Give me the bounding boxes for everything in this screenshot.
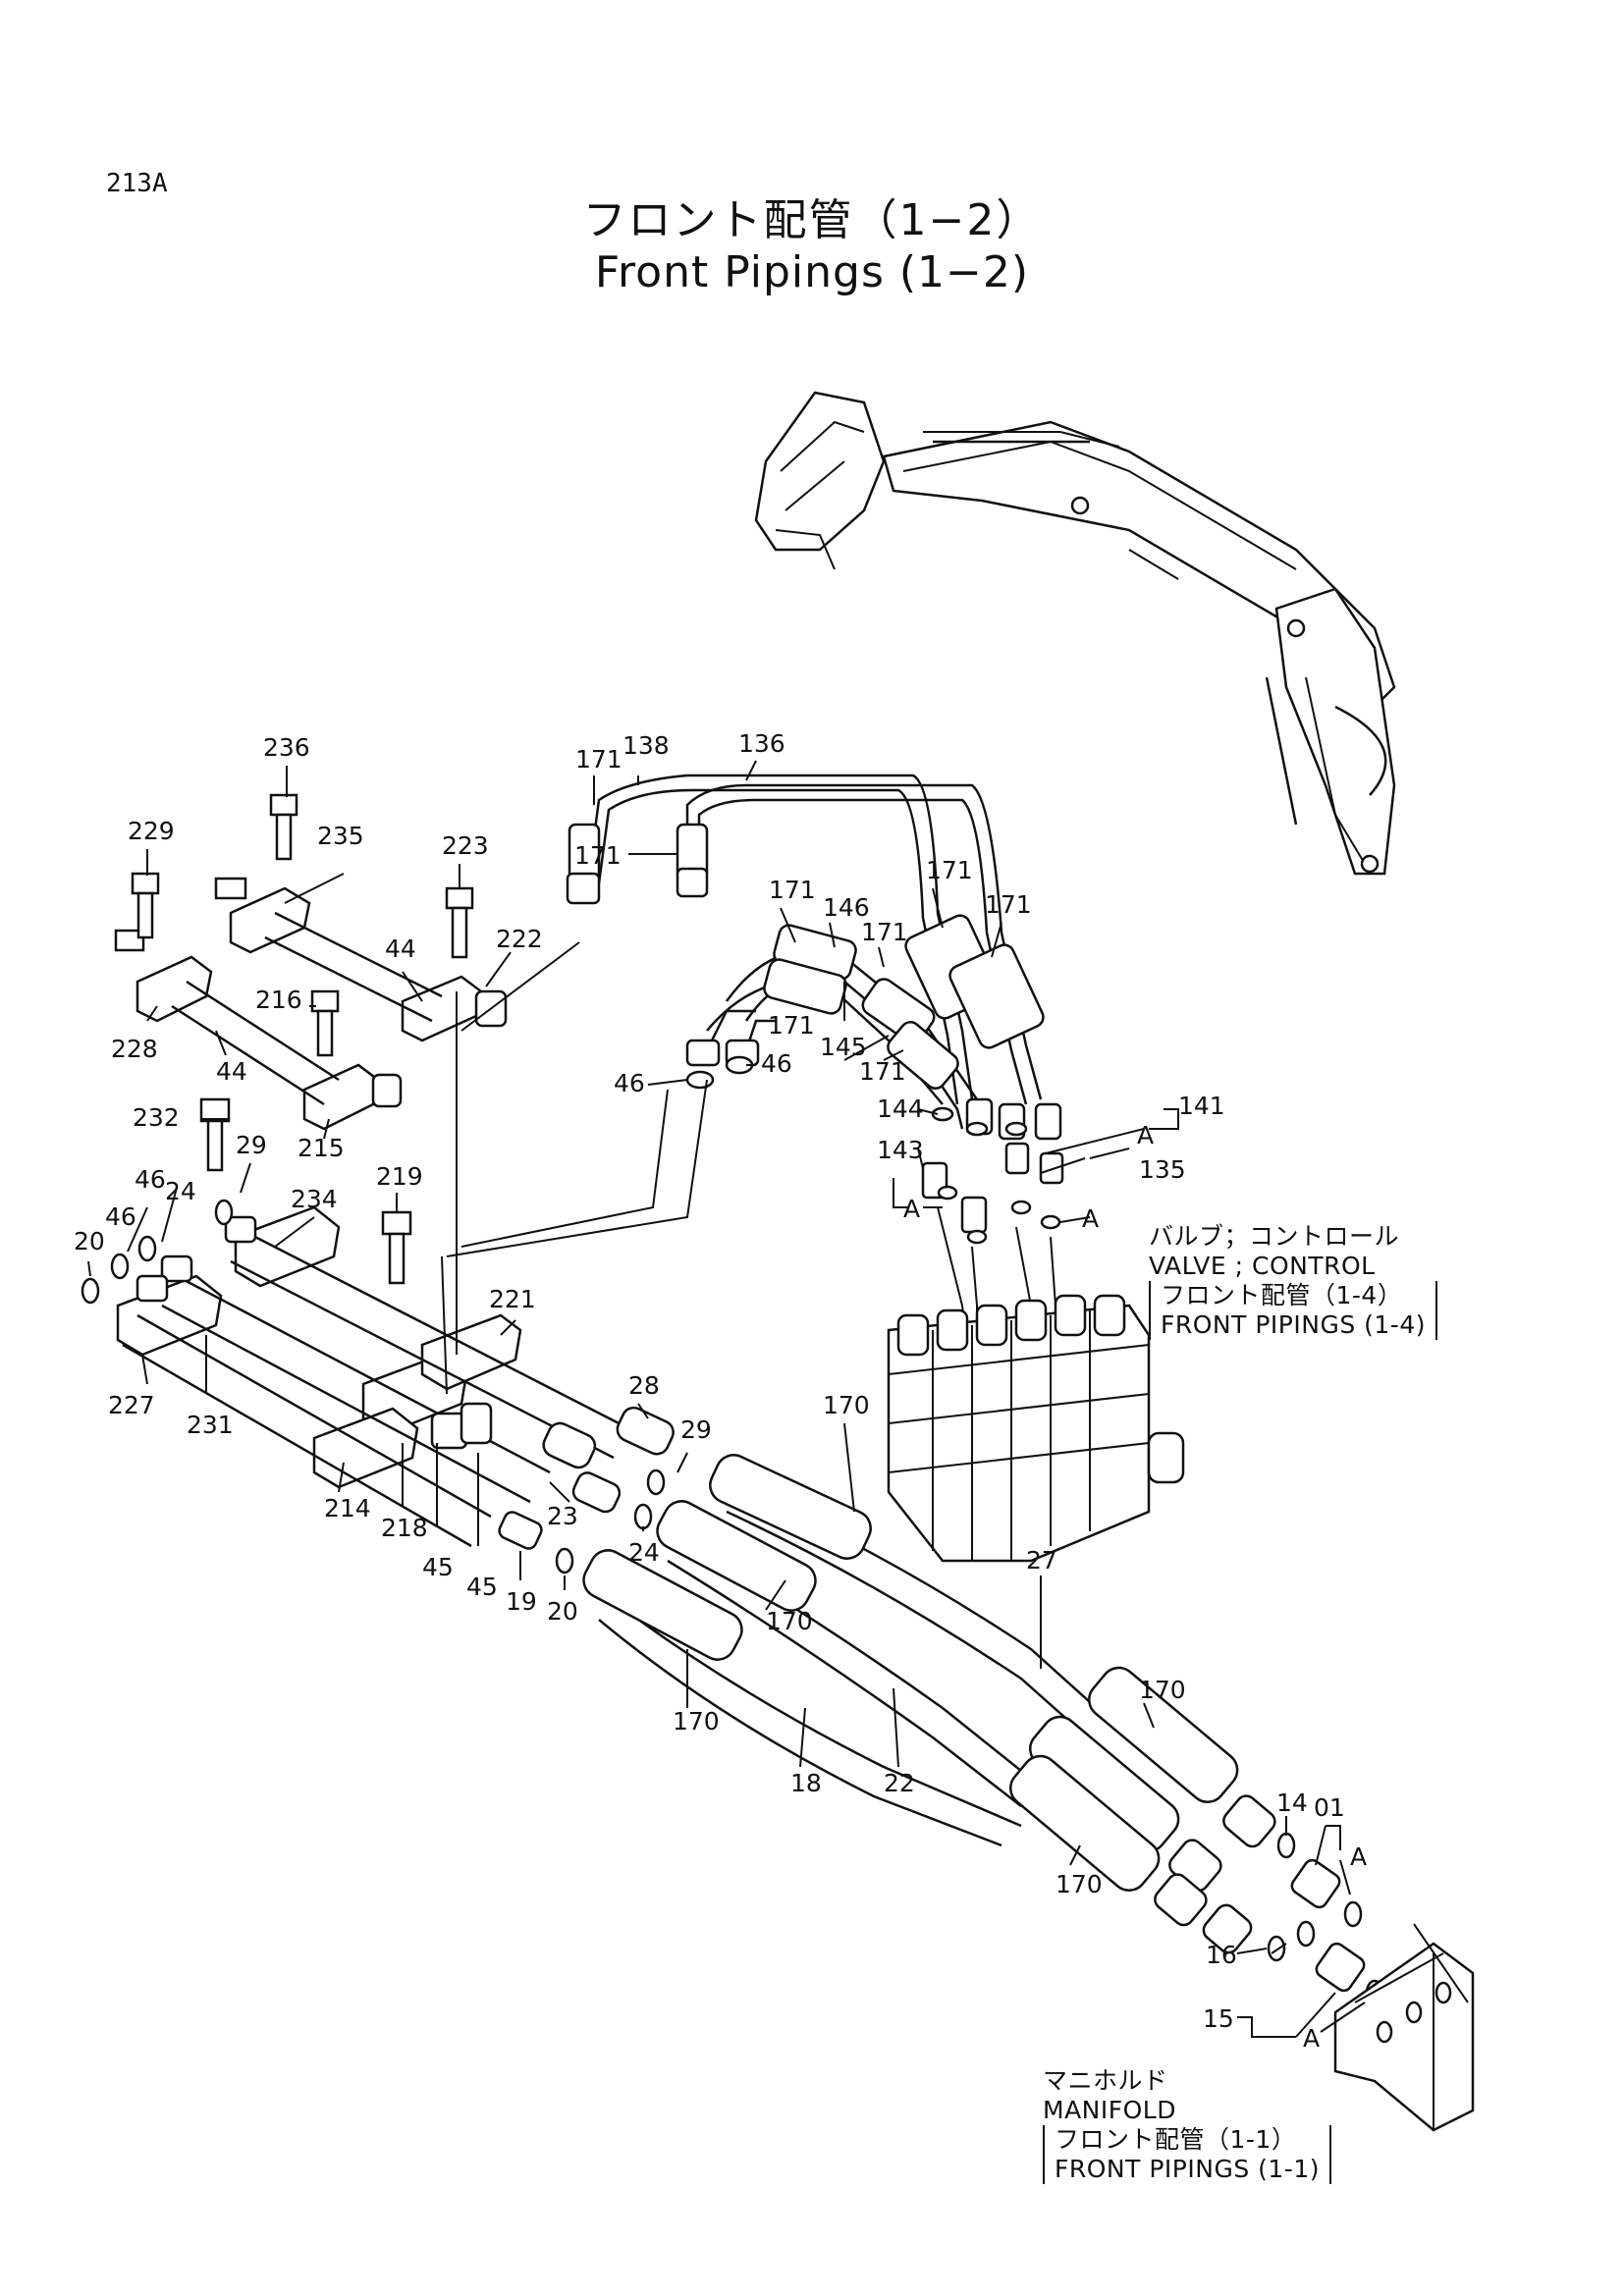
- valve-reference-note: バルブ；コントロール VALVE ; CONTROL フロント配管（1-4） F…: [1149, 1222, 1437, 1340]
- callout-20-b: 20: [547, 1597, 578, 1626]
- callout-19: 19: [506, 1587, 537, 1616]
- control-valve-block: [887, 1294, 1185, 1563]
- callout-171-b: 171: [574, 841, 622, 870]
- callout-01: 01: [1314, 1793, 1345, 1822]
- callout-A-15: A: [1303, 2024, 1320, 2053]
- pipe-138-136: [566, 774, 1045, 1105]
- callout-171-h: 171: [859, 1057, 906, 1086]
- callout-24-b: 24: [628, 1538, 660, 1567]
- callout-A-141: A: [1137, 1121, 1154, 1149]
- callout-27: 27: [1026, 1546, 1057, 1575]
- callout-20-a: 20: [74, 1227, 105, 1255]
- callout-219: 219: [376, 1162, 423, 1191]
- callout-228: 228: [111, 1035, 158, 1063]
- callout-143: 143: [877, 1136, 924, 1164]
- excavator-attachment-illustration: [754, 391, 1396, 876]
- callout-22: 22: [884, 1769, 915, 1797]
- callout-146: 146: [823, 893, 870, 922]
- callout-18: 18: [790, 1769, 822, 1797]
- callout-170-e: 170: [1056, 1870, 1103, 1898]
- callout-170-c: 170: [673, 1707, 720, 1735]
- valve-reference-japanese: フロント配管（1-4）: [1161, 1281, 1403, 1309]
- manifold-name-japanese: マニホルド: [1043, 2066, 1168, 2095]
- callout-171-e: 171: [985, 890, 1032, 919]
- callout-15: 15: [1203, 2004, 1234, 2033]
- callout-234: 234: [291, 1185, 338, 1213]
- callout-235: 235: [317, 822, 364, 850]
- callout-223: 223: [442, 831, 489, 860]
- callout-229: 229: [128, 817, 175, 845]
- callout-221: 221: [489, 1285, 536, 1313]
- callout-24-a: 24: [165, 1177, 196, 1205]
- callout-45-a: 45: [422, 1553, 454, 1581]
- manifold-block: [1333, 1923, 1475, 2132]
- bolt-216: [310, 989, 340, 1057]
- callout-171-c: 171: [926, 856, 973, 884]
- callout-216: 216: [255, 986, 302, 1014]
- callout-171-g: 171: [768, 1011, 815, 1040]
- manifold-reference-bracket: フロント配管（1-1） FRONT PIPINGS (1-1): [1043, 2125, 1331, 2184]
- manifold-name-english: MANIFOLD: [1043, 2096, 1176, 2124]
- valve-name-japanese: バルブ；コントロール: [1149, 1222, 1400, 1251]
- valve-name-english: VALVE ; CONTROL: [1149, 1252, 1376, 1280]
- callout-A-143: A: [903, 1195, 920, 1223]
- callout-A-01: A: [1350, 1842, 1367, 1871]
- manifold-reference-note: マニホルド MANIFOLD フロント配管（1-1） FRONT PIPINGS…: [1043, 2066, 1331, 2184]
- leader-lines: [87, 760, 1366, 2038]
- page-title-japanese: フロント配管（1−2）: [582, 195, 1042, 245]
- callout-227: 227: [108, 1391, 155, 1419]
- callout-136: 136: [738, 729, 785, 758]
- valve-reference-english: FRONT PIPINGS (1-4): [1161, 1310, 1426, 1339]
- callout-231: 231: [187, 1411, 234, 1439]
- callout-44-upper: 44: [385, 934, 416, 963]
- callout-215: 215: [298, 1134, 345, 1162]
- callout-171-f: 171: [861, 918, 908, 946]
- callout-214: 214: [324, 1494, 371, 1522]
- callout-23: 23: [547, 1502, 578, 1530]
- callout-144: 144: [877, 1095, 924, 1123]
- clamp-assembly-upper: [114, 793, 508, 1131]
- callout-28: 28: [628, 1371, 660, 1400]
- callout-46-a: 46: [614, 1069, 645, 1097]
- valve-reference-bracket: フロント配管（1-4） FRONT PIPINGS (1-4): [1149, 1281, 1437, 1340]
- callout-A-135: A: [1082, 1204, 1099, 1233]
- callout-29-b: 29: [680, 1415, 712, 1444]
- callout-232: 232: [133, 1103, 180, 1132]
- manifold-reference-japanese: フロント配管（1-1）: [1055, 2125, 1297, 2154]
- bolt-229: [131, 872, 160, 939]
- callout-170-d: 170: [1139, 1676, 1186, 1704]
- clamp-assembly-lower: [81, 941, 708, 1575]
- callout-16: 16: [1206, 1941, 1237, 1969]
- hose-assembly-170: [582, 1454, 1384, 2006]
- callout-46-c: 46: [135, 1165, 166, 1194]
- callout-labels: 236 229 235 223 44 222 216 228 44 215 17…: [74, 729, 1367, 2053]
- callout-236: 236: [263, 733, 310, 762]
- page-title-english: Front Pipings (1−2): [594, 247, 1030, 297]
- bolt-223: [445, 886, 474, 959]
- bolt-219: [381, 1210, 412, 1285]
- callout-222: 222: [496, 925, 543, 953]
- callout-44-lower: 44: [216, 1057, 247, 1086]
- callout-46-d: 46: [105, 1202, 136, 1231]
- callout-29-a: 29: [236, 1131, 267, 1159]
- bolt-236: [269, 793, 298, 861]
- callout-171-d: 171: [769, 876, 816, 904]
- manifold-reference-english: FRONT PIPINGS (1-1): [1055, 2155, 1320, 2183]
- callout-14: 14: [1276, 1789, 1308, 1817]
- callout-141: 141: [1178, 1092, 1225, 1120]
- callout-170-a: 170: [823, 1391, 870, 1419]
- callout-145: 145: [820, 1033, 867, 1061]
- callout-170-b: 170: [766, 1607, 813, 1635]
- callout-45-b: 45: [466, 1573, 498, 1601]
- bolt-232: [199, 1097, 231, 1172]
- callout-138: 138: [623, 731, 670, 760]
- valve-adapters: [685, 1055, 1064, 1346]
- page-code: 213A: [106, 169, 168, 198]
- callout-135: 135: [1139, 1155, 1186, 1184]
- callout-171-a: 171: [575, 745, 623, 774]
- callout-46-b: 46: [761, 1049, 792, 1078]
- callout-218: 218: [381, 1514, 428, 1542]
